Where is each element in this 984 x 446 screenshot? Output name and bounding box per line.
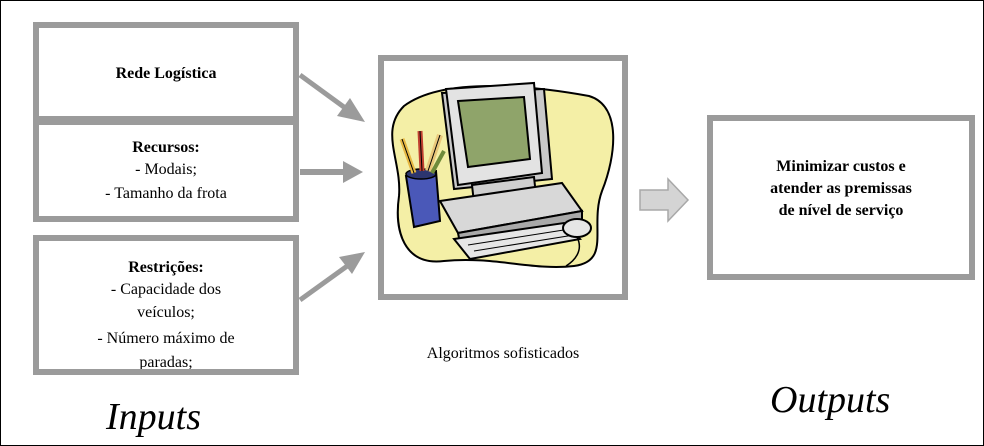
input-restricoes-title: Restrições: xyxy=(128,259,204,276)
input-restricoes-line: - Número máximo de xyxy=(97,330,235,347)
input-restricoes-line: - Capacidade dos xyxy=(110,281,222,298)
input-box-recursos: Recursos: - Modais; - Tamanho da frota xyxy=(33,119,299,222)
input-box-restricoes: Restrições: - Capacidade dos veículos; -… xyxy=(33,235,299,375)
computer-clipart-icon xyxy=(391,81,615,269)
arrow-process-to-output xyxy=(639,177,690,223)
input-restricoes-line: veículos; xyxy=(137,304,195,321)
output-line: Minimizar custos e xyxy=(776,158,906,175)
output-box: Minimizar custos e atender as premissas … xyxy=(707,115,975,280)
arrow-recursos-to-process xyxy=(300,161,363,183)
process-caption: Algoritmos sofisticados xyxy=(426,345,580,362)
input-recursos-line: - Tamanho da frota xyxy=(105,185,227,202)
input-restricoes-line: paradas; xyxy=(139,354,193,371)
input-recursos-line: - Modais; xyxy=(135,161,197,178)
arrow-restricoes-to-process xyxy=(298,252,365,303)
input-recursos-title: Recursos: xyxy=(132,139,200,156)
outputs-label: Outputs xyxy=(770,379,891,421)
output-line: atender as premissas xyxy=(770,180,912,197)
arrow-rede-to-process xyxy=(298,72,365,122)
input-rede-title: Rede Logística xyxy=(115,65,217,82)
output-line: de nível de serviço xyxy=(778,202,904,219)
process-box xyxy=(378,55,628,300)
inputs-label: Inputs xyxy=(106,396,201,438)
